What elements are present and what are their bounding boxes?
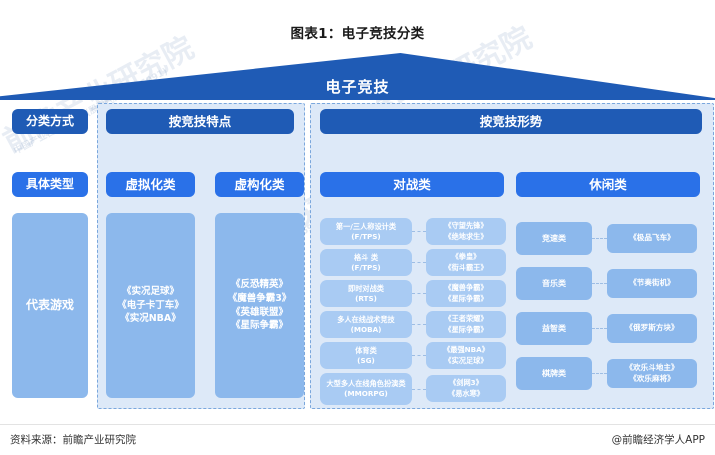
battle-genre-2[interactable]: 即时对战类 (RTS) xyxy=(320,280,412,307)
game-title: 《极品飞车》 xyxy=(629,233,675,243)
games-fictional[interactable]: 《反恐精英》 《魔兽争霸3》 《英雄联盟》 《星际争霸》 xyxy=(215,213,304,398)
genre-name: 体育类 xyxy=(355,345,377,355)
brand-text: @前瞻经济学人APP xyxy=(611,434,705,446)
battle-genre-4[interactable]: 体育类 (SG) xyxy=(320,342,412,369)
game-title: 《守望先锋》 xyxy=(444,221,488,231)
games-virtualized[interactable]: 《实况足球》 《电子卡丁车》 《实况NBA》 xyxy=(106,213,195,398)
game-title: 《星际争霸》 xyxy=(444,293,488,303)
game-title: 《魔兽争霸》 xyxy=(444,283,488,293)
connector-line xyxy=(592,238,607,239)
connector-line xyxy=(592,373,607,374)
battle-titles-5[interactable]: 《剑网3》 《易水寒》 xyxy=(426,375,506,402)
connector-line xyxy=(592,283,607,284)
row-label-classification-method[interactable]: 分类方式 xyxy=(12,109,88,134)
game-title: 《反恐精英》 xyxy=(230,278,288,290)
connector-line xyxy=(412,355,426,356)
game-title: 《易水寒》 xyxy=(448,388,484,398)
battle-titles-2[interactable]: 《魔兽争霸》 《星际争霸》 xyxy=(426,280,506,307)
game-title: 《节奏街机》 xyxy=(629,278,675,288)
casual-titles-1[interactable]: 《节奏街机》 xyxy=(607,269,697,298)
genre-abbr: (F/TPS) xyxy=(351,231,381,241)
game-title: 《实况足球》 xyxy=(121,285,179,297)
connector-line xyxy=(412,231,426,232)
game-title: 《星际争霸》 xyxy=(230,320,288,332)
game-title: 《剑网3》 xyxy=(449,378,483,388)
genre-abbr: (RTS) xyxy=(355,293,377,303)
subhead-virtualized[interactable]: 虚拟化类 xyxy=(106,172,195,197)
game-title: 《最强NBA》 xyxy=(443,345,489,355)
connector-line xyxy=(412,389,426,390)
connector-line xyxy=(412,293,426,294)
row-label-specific-type[interactable]: 具体类型 xyxy=(12,172,88,197)
game-title: 《英雄联盟》 xyxy=(230,306,288,318)
panel-header-by-form[interactable]: 按竞技形势 xyxy=(320,109,702,134)
subhead-fictional[interactable]: 虚构化类 xyxy=(215,172,304,197)
genre-name: 格斗 类 xyxy=(353,252,379,262)
connector-line xyxy=(412,262,426,263)
battle-genre-1[interactable]: 格斗 类 (F/TPS) xyxy=(320,249,412,276)
genre-abbr: (SG) xyxy=(357,355,375,365)
footer-divider xyxy=(0,424,715,425)
game-title: 《实况NBA》 xyxy=(120,313,181,325)
source-text: 资料来源：前瞻产业研究院 xyxy=(10,434,136,446)
game-title: 《实况足球》 xyxy=(444,355,488,365)
casual-genre-1[interactable]: 音乐类 xyxy=(516,267,592,300)
genre-abbr: (MMORPG) xyxy=(344,389,388,398)
genre-abbr: (MOBA) xyxy=(350,324,382,334)
game-title: 《魔兽争霸3》 xyxy=(227,292,292,304)
battle-titles-1[interactable]: 《拳皇》 《街斗霸王》 xyxy=(426,249,506,276)
game-title: 《街斗霸王》 xyxy=(444,262,488,272)
casual-genre-0[interactable]: 竞速类 xyxy=(516,222,592,255)
genre-name: 多人在线战术竞技 xyxy=(337,314,395,324)
panel-header-by-feature[interactable]: 按竞技特点 xyxy=(106,109,294,134)
casual-titles-3[interactable]: 《欢乐斗地主》 《欢乐麻将》 xyxy=(607,359,697,388)
subhead-casual[interactable]: 休闲类 xyxy=(516,172,700,197)
game-title: 《欢乐斗地主》 xyxy=(625,362,679,372)
genre-name: 第一/三人称设计类 xyxy=(335,221,397,231)
game-title: 《绝地求生》 xyxy=(444,231,488,241)
battle-titles-4[interactable]: 《最强NBA》 《实况足球》 xyxy=(426,342,506,369)
root-label: 电子竞技 xyxy=(325,78,390,96)
game-title: 《电子卡丁车》 xyxy=(117,299,184,311)
casual-genre-3[interactable]: 棋牌类 xyxy=(516,357,592,390)
casual-titles-2[interactable]: 《俄罗斯方块》 xyxy=(607,314,697,343)
game-title: 《俄罗斯方块》 xyxy=(625,323,679,333)
genre-name: 大型多人在线角色扮演类 xyxy=(326,379,406,389)
game-title: 《王者荣耀》 xyxy=(444,314,488,324)
battle-titles-3[interactable]: 《王者荣耀》 《星际争霸》 xyxy=(426,311,506,338)
battle-genre-5[interactable]: 大型多人在线角色扮演类 (MMORPG) xyxy=(320,373,412,405)
casual-genre-2[interactable]: 益智类 xyxy=(516,312,592,345)
genre-name: 即时对战类 xyxy=(348,283,384,293)
battle-genre-0[interactable]: 第一/三人称设计类 (F/TPS) xyxy=(320,218,412,245)
game-title: 《拳皇》 xyxy=(451,252,481,262)
genre-abbr: (F/TPS) xyxy=(351,262,381,272)
row-label-representative-games[interactable]: 代表游戏 xyxy=(12,213,88,398)
page-title: 图表1：电子竞技分类 xyxy=(290,26,425,42)
battle-genre-3[interactable]: 多人在线战术竞技 (MOBA) xyxy=(320,311,412,338)
game-title: 《星际争霸》 xyxy=(444,324,488,334)
battle-titles-0[interactable]: 《守望先锋》 《绝地求生》 xyxy=(426,218,506,245)
connector-line xyxy=(412,324,426,325)
subhead-battle[interactable]: 对战类 xyxy=(320,172,504,197)
connector-line xyxy=(592,328,607,329)
game-title: 《欢乐麻将》 xyxy=(629,373,675,383)
casual-titles-0[interactable]: 《极品飞车》 xyxy=(607,224,697,253)
